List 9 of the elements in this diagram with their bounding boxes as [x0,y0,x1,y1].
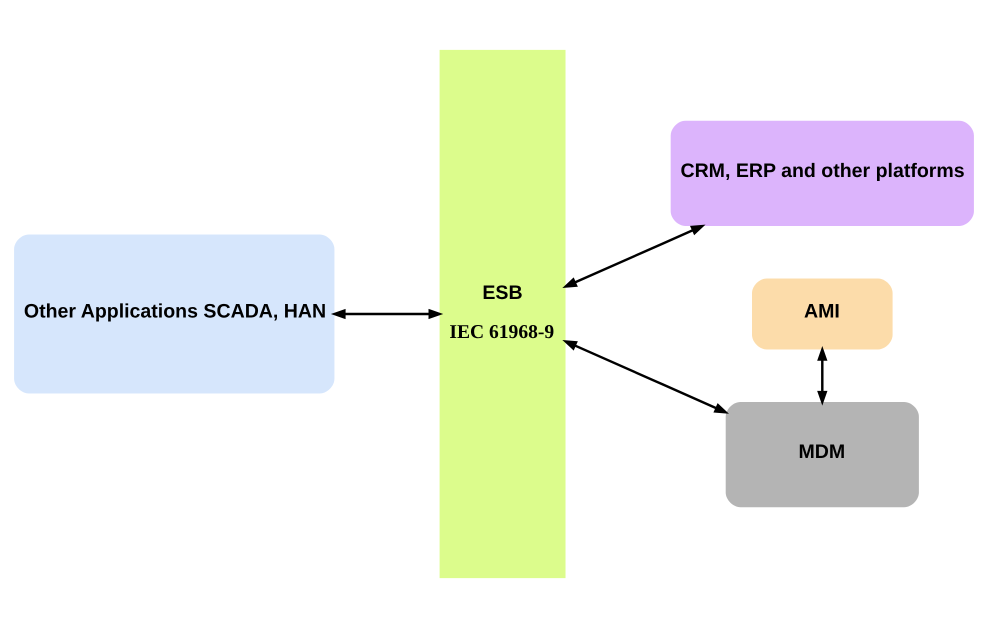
arrow [816,346,827,406]
arrow [562,224,706,288]
node-box: ESB IEC 61968-9 [439,50,566,578]
node-box: Other Applications SCADA, HAN [14,234,334,394]
arrow [330,308,443,320]
node-box: CRM, ERP and other platforms [670,120,974,226]
arrow [562,340,728,414]
node-box: MDM [725,402,918,508]
node-box: AMI [752,278,892,350]
